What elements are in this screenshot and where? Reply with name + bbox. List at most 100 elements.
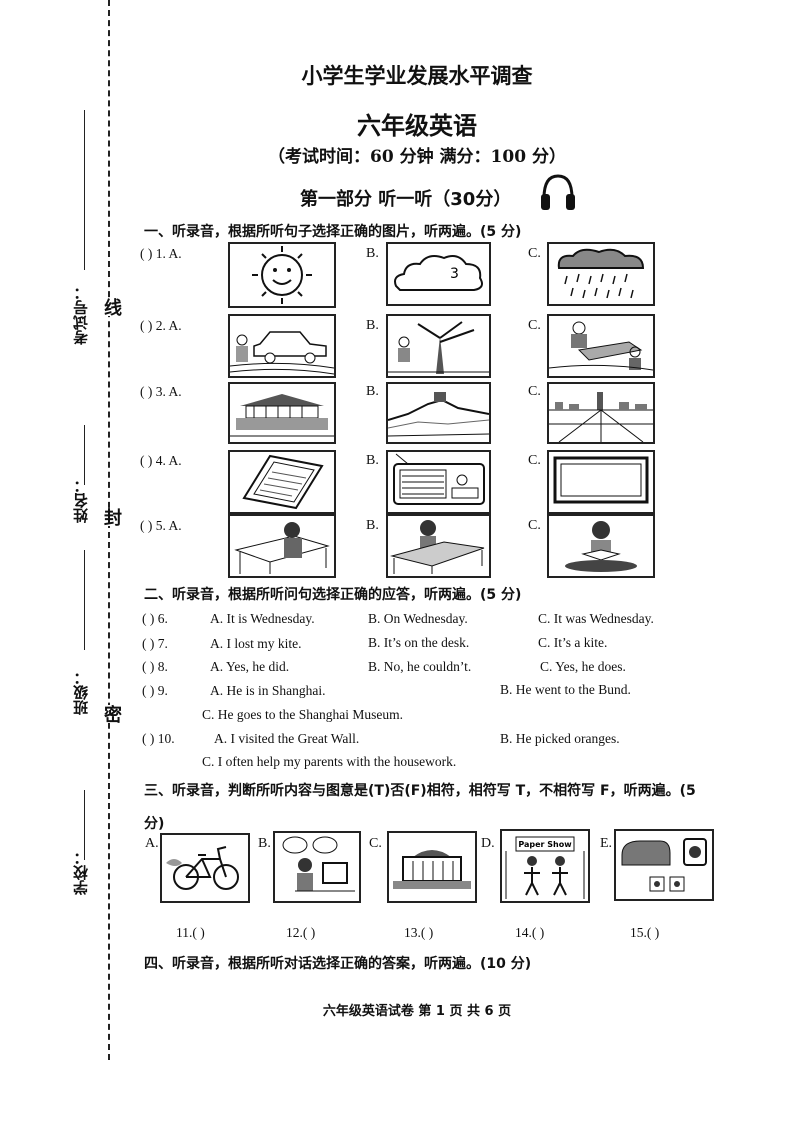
q7-number: ( ) 7. — [142, 636, 168, 651]
q2-number: ( ) 2. A. — [140, 318, 182, 333]
sun-icon — [252, 246, 312, 304]
q6-option-c[interactable]: C. It was Wednesday. — [538, 611, 654, 626]
seal-word-line: 线 — [98, 298, 124, 316]
q3-pic-c[interactable] — [547, 382, 655, 444]
school-label: 学校： — [72, 850, 90, 895]
q10-option-b[interactable]: B. He picked oranges. — [500, 731, 620, 746]
square-icon — [549, 392, 653, 443]
q6-number: ( ) 6. — [142, 611, 168, 626]
q7-option-a[interactable]: A. I lost my kite. — [210, 636, 302, 651]
q3-pic-a[interactable] — [228, 382, 336, 444]
seal-word-seal: 封 — [98, 508, 124, 526]
cloud-icon: 3 — [394, 255, 483, 291]
q5-c-letter: C. — [528, 518, 541, 533]
exam-no-line — [84, 110, 85, 270]
paper-show-icon: Paper Show — [505, 836, 585, 899]
great-wall-icon — [387, 392, 490, 437]
seal-dashed-line — [108, 0, 110, 1060]
q6-option-a[interactable]: A. It is Wednesday. — [210, 611, 315, 626]
q9-number: ( ) 9. — [142, 683, 168, 698]
tv-icon — [553, 456, 649, 504]
name-label: 姓名： — [72, 478, 90, 523]
s3-pic-d[interactable]: Paper Show — [500, 829, 590, 903]
class-label: 班级： — [72, 670, 90, 715]
q2-b-letter: B. — [366, 318, 379, 333]
q5-pic-b[interactable] — [386, 514, 491, 578]
computer-girl-icon — [282, 836, 355, 892]
q2-c-letter: C. — [528, 318, 541, 333]
writing-desk-icon — [234, 522, 330, 574]
q2-pic-a[interactable] — [228, 314, 336, 378]
q3-b-letter: B. — [366, 384, 379, 399]
q4-pic-b[interactable] — [386, 450, 491, 514]
q6-option-b[interactable]: B. On Wednesday. — [368, 611, 468, 626]
q4-pic-c[interactable] — [547, 450, 655, 514]
q1-b-letter: B. — [366, 246, 379, 261]
answer-15[interactable]: 15.( ) — [630, 925, 660, 940]
part-heading: 第一部分 听一听（30分） — [300, 189, 512, 210]
q5-pic-c[interactable] — [547, 514, 655, 578]
s3-pic-e[interactable] — [614, 829, 714, 901]
car-picnic-icon — [229, 331, 335, 375]
page-footer: 六年级英语试卷 第 1 页 共 6 页 — [322, 1004, 512, 1019]
q3-c-letter: C. — [528, 384, 541, 399]
answer-14[interactable]: 14.( ) — [515, 925, 545, 940]
seal-word-secret: 密 — [98, 705, 124, 723]
q8-option-b[interactable]: B. No, he couldn’t. — [368, 659, 472, 674]
class-line — [84, 550, 85, 650]
q1-pic-a[interactable] — [228, 242, 336, 308]
building-icon — [393, 850, 471, 889]
q4-number: ( ) 4. A. — [140, 453, 182, 468]
q5-b-letter: B. — [366, 518, 379, 533]
q3-number: ( ) 3. A. — [140, 384, 182, 399]
radio-icon — [393, 453, 485, 505]
s3-pic-c[interactable] — [387, 831, 477, 903]
s3-pic-a[interactable] — [160, 833, 250, 903]
q1-pic-c[interactable] — [547, 242, 655, 306]
q1-pic-b[interactable]: 3 — [386, 242, 491, 306]
reading-girl-icon — [565, 521, 637, 572]
s3-pic-b[interactable] — [273, 831, 361, 903]
q2-pic-b[interactable] — [386, 314, 491, 378]
q1-number: ( ) 1. A. — [140, 246, 182, 261]
q10-number: ( ) 10. — [142, 731, 175, 746]
q9-option-c[interactable]: C. He goes to the Shanghai Museum. — [202, 707, 403, 722]
boat-dragon-icon — [548, 321, 654, 371]
exam-subject: 六年级英语 — [357, 112, 477, 140]
school-line — [84, 790, 85, 860]
q9-option-b[interactable]: B. He went to the Bund. — [500, 682, 631, 697]
answer-11[interactable]: 11.( ) — [176, 925, 205, 940]
q8-number: ( ) 8. — [142, 659, 168, 674]
headphones-icon — [541, 174, 575, 210]
s3-b-letter: B. — [258, 836, 271, 851]
q3-pic-b[interactable] — [386, 382, 491, 444]
ereader-icon — [242, 454, 324, 510]
exam-no-label: 考试号： — [72, 285, 90, 345]
section4-heading: 四、听录音，根据所听对话选择正确的答案，听两遍。(10 分) — [144, 956, 532, 972]
q9-option-a[interactable]: A. He is in Shanghai. — [210, 683, 326, 698]
section1-heading: 一、听录音，根据所听句子选择正确的图片，听两遍。(5 分) — [144, 224, 522, 240]
section3-heading: 三、听录音，判断所听内容与图意是(T)否(F)相符，相符写 T，不相符写 F，听… — [144, 783, 696, 799]
paper-show-caption: Paper Show — [518, 840, 572, 849]
exam-info: （考试时间：60 分钟 满分：100 分） — [268, 147, 566, 167]
q5-number: ( ) 5. A. — [140, 518, 182, 533]
s3-e-letter: E. — [600, 836, 613, 851]
q10-option-c[interactable]: C. I often help my parents with the hous… — [202, 754, 457, 769]
svg-text:3: 3 — [450, 266, 459, 282]
q2-pic-c[interactable] — [547, 314, 655, 378]
q7-option-c[interactable]: C. It’s a kite. — [538, 635, 608, 650]
q8-option-a[interactable]: A. Yes, he did. — [210, 659, 290, 674]
rain-icon — [557, 248, 645, 299]
q5-pic-a[interactable] — [228, 514, 336, 578]
q10-option-a[interactable]: A. I visited the Great Wall. — [214, 731, 360, 746]
q8-option-c[interactable]: C. Yes, he does. — [540, 659, 626, 674]
q4-pic-a[interactable] — [228, 450, 336, 514]
tree-girl-icon — [388, 321, 489, 374]
answer-12[interactable]: 12.( ) — [286, 925, 316, 940]
section3-heading-cont: 分) — [144, 816, 165, 832]
q7-option-b[interactable]: B. It’s on the desk. — [368, 635, 470, 650]
answer-13[interactable]: 13.( ) — [404, 925, 434, 940]
s3-d-letter: D. — [481, 836, 495, 851]
drawing-desk-icon — [390, 520, 485, 574]
exam-title: 小学生学业发展水平调查 — [301, 64, 533, 88]
